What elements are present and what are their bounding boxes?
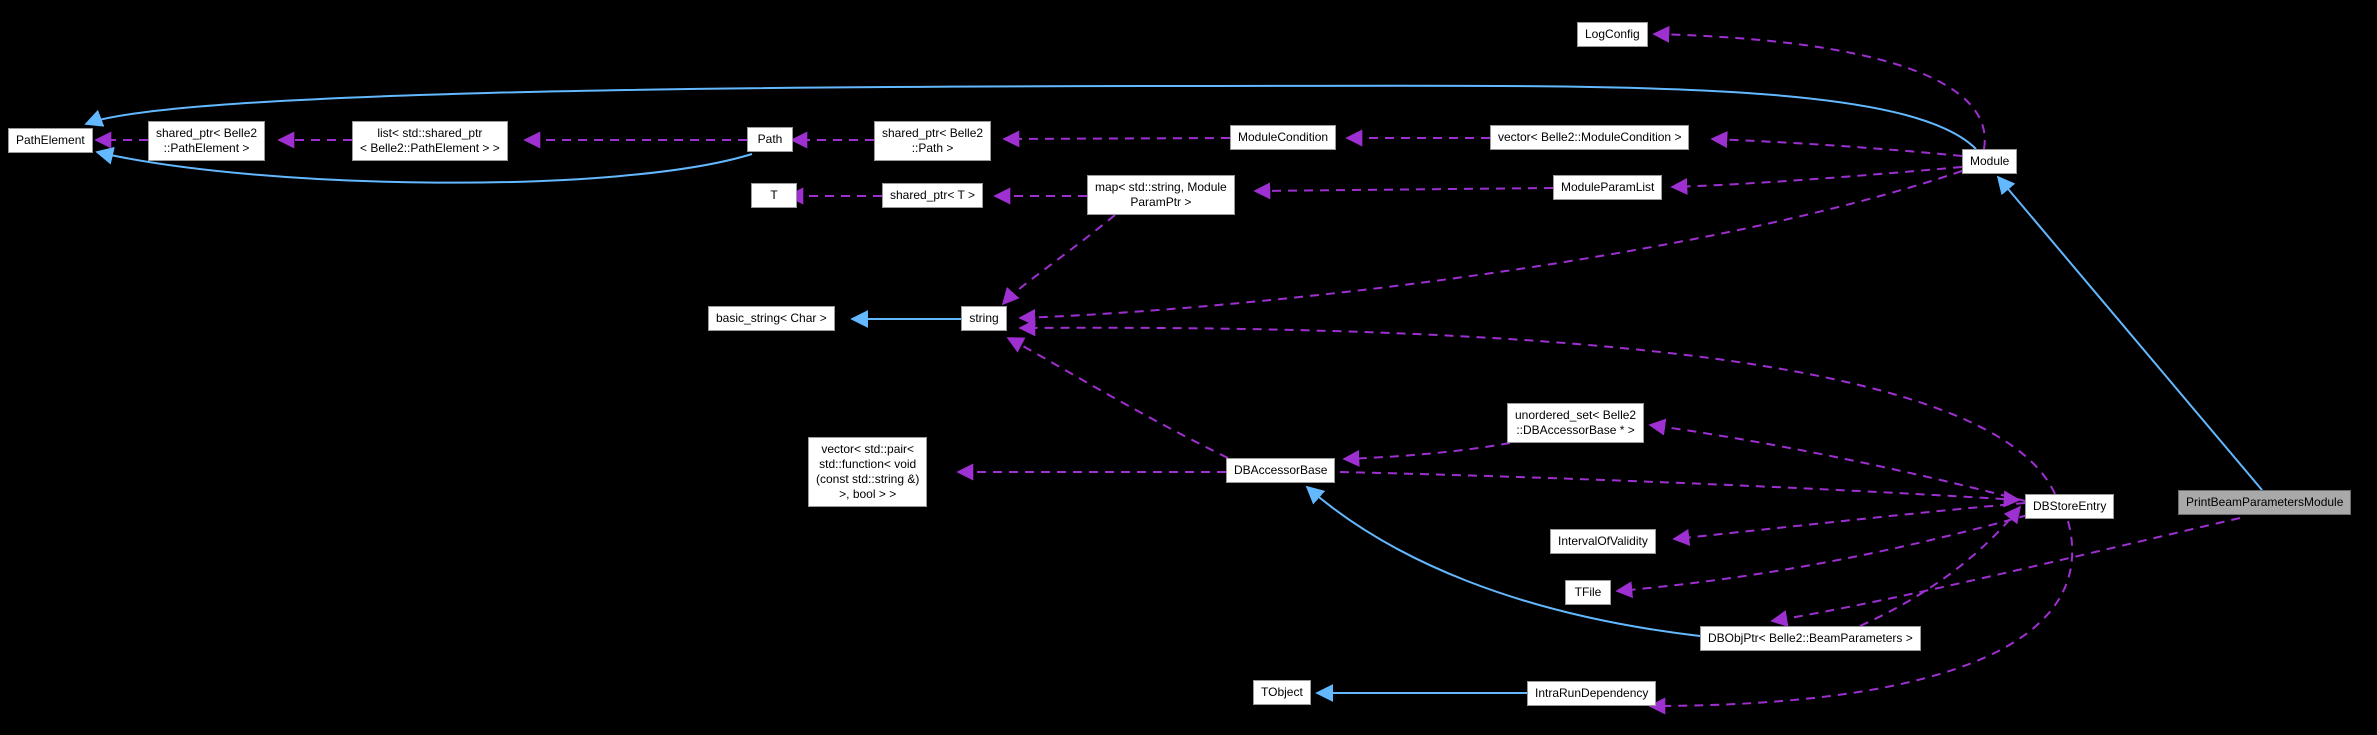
node-printbeamparametersmodule[interactable]: PrintBeamParametersModule	[2178, 490, 2352, 515]
node-label: DBObjPtr< Belle2::BeamParameters >	[1708, 631, 1913, 645]
node-module[interactable]: Module	[1962, 149, 2018, 174]
edge-modulecondition-uses-sharedptrpath	[1002, 130, 1231, 148]
node-label: Module	[1970, 154, 2010, 168]
node-list-shared-ptr[interactable]: list< std::shared_ptr< Belle2::PathEleme…	[352, 121, 508, 161]
node-pathelement[interactable]: PathElement	[8, 128, 93, 153]
node-label: basic_string< Char >	[716, 311, 827, 325]
node-label: LogConfig	[1585, 27, 1640, 41]
node-label: IntraRunDependency	[1535, 686, 1649, 700]
node-label: shared_ptr< T >	[890, 188, 975, 202]
node-modulecondition[interactable]: ModuleCondition	[1230, 125, 1337, 150]
node-shared-ptr-pathelement[interactable]: shared_ptr< Belle2::PathElement >	[148, 121, 266, 161]
node-basic-string[interactable]: basic_string< Char >	[708, 306, 835, 331]
edge-dbstoreentry-uses-intervalofvalidity	[1672, 502, 2026, 546]
edge-printbeam-uses-dbobjptr	[1770, 517, 2241, 627]
node-label: < Belle2::PathElement > >	[360, 141, 500, 155]
edge-dbstoreentry-uses-intrarundependency	[1648, 520, 2074, 715]
node-label: ::DBAccessorBase * >	[1516, 423, 1635, 437]
node-label: TFile	[1574, 585, 1602, 599]
node-vector-modulecondition[interactable]: vector< Belle2::ModuleCondition >	[1490, 125, 1690, 150]
node-intervalofvalidity[interactable]: IntervalOfValidity	[1550, 529, 1656, 554]
node-label: ParamPtr >	[1130, 195, 1192, 209]
node-dbstoreentry[interactable]: DBStoreEntry	[2025, 494, 2115, 519]
node-label: (const std::string &)	[816, 472, 920, 486]
node-label: unordered_set< Belle2	[1515, 408, 1637, 422]
node-label: DBStoreEntry	[2033, 499, 2107, 513]
node-t[interactable]: T	[751, 183, 797, 208]
node-shared-ptr-t[interactable]: shared_ptr< T >	[882, 183, 983, 208]
node-label: ::Path >	[911, 141, 954, 155]
node-label: vector< std::pair<	[821, 442, 915, 456]
node-label: ::PathElement >	[163, 141, 250, 155]
edge-unorderedset-uses-dbaccessorbase	[1342, 442, 1511, 467]
node-label: ModuleParamList	[1561, 180, 1655, 194]
edge-dbaccessorbase-uses-dbstoreentry	[1339, 471, 2021, 508]
node-path[interactable]: Path	[747, 127, 793, 152]
node-string[interactable]: string	[961, 306, 1007, 331]
node-label: vector< Belle2::ModuleCondition >	[1498, 130, 1682, 144]
node-label: string	[969, 311, 999, 325]
edge-map-uses-string	[1001, 214, 1116, 306]
node-label: >, bool > >	[839, 487, 897, 501]
edge-moduleparamlist-uses-map	[1253, 182, 1554, 200]
edge-dbaccessorbase-uses-string	[1006, 337, 1229, 459]
node-logconfig[interactable]: LogConfig	[1577, 22, 1648, 47]
edge-path-inherits-pathelement	[95, 146, 753, 184]
edge-module-uses-string	[1018, 170, 1963, 326]
node-label: ModuleCondition	[1238, 130, 1329, 144]
edge-module-uses-vectorcondition	[1710, 131, 1963, 157]
node-label: shared_ptr< Belle2	[156, 126, 258, 140]
node-unordered-set-accessors[interactable]: unordered_set< Belle2::DBAccessorBase * …	[1507, 403, 1645, 443]
node-dbaccessorbase[interactable]: DBAccessorBase	[1226, 458, 1336, 483]
node-tobject[interactable]: TObject	[1253, 680, 1311, 705]
node-dbobjptr-beamparameters[interactable]: DBObjPtr< Belle2::BeamParameters >	[1700, 626, 1921, 651]
node-label: Path	[757, 132, 783, 146]
node-label: IntervalOfValidity	[1558, 534, 1648, 548]
node-label: shared_ptr< Belle2	[882, 126, 984, 140]
node-label: list< std::shared_ptr	[377, 126, 483, 140]
node-label: map< std::string, Module	[1095, 180, 1227, 194]
edge-dbstoreentry-uses-unorderedset	[1648, 418, 2026, 502]
edge-dbobjptr-uses-dbstoreentry	[1859, 505, 2022, 627]
node-shared-ptr-path[interactable]: shared_ptr< Belle2::Path >	[874, 121, 992, 161]
edge-module-inherits-pathelement	[84, 84, 1977, 150]
node-label: std::function< void	[819, 457, 917, 471]
node-tfile[interactable]: TFile	[1565, 580, 1611, 605]
node-vector-pair-callback[interactable]: vector< std::pair<std::function< void(co…	[808, 437, 928, 507]
edge-dbstoreentry-uses-tfile	[1615, 514, 2029, 599]
node-label: PathElement	[16, 133, 85, 147]
edge-printbeam-inherits-module	[1996, 175, 2263, 491]
node-moduleparamlist[interactable]: ModuleParamList	[1553, 175, 1663, 200]
node-label: PrintBeamParametersModule	[2186, 495, 2344, 509]
node-intrarundependency[interactable]: IntraRunDependency	[1527, 681, 1657, 706]
edge-module-uses-moduleparamlist	[1670, 166, 1963, 195]
node-label: TObject	[1261, 685, 1303, 699]
edge-dbobjptr-inherits-dbaccessorbase	[1305, 485, 1701, 637]
edge-module-uses-logconfig	[1652, 25, 1986, 150]
node-label: DBAccessorBase	[1234, 463, 1328, 477]
node-label: T	[770, 188, 778, 202]
